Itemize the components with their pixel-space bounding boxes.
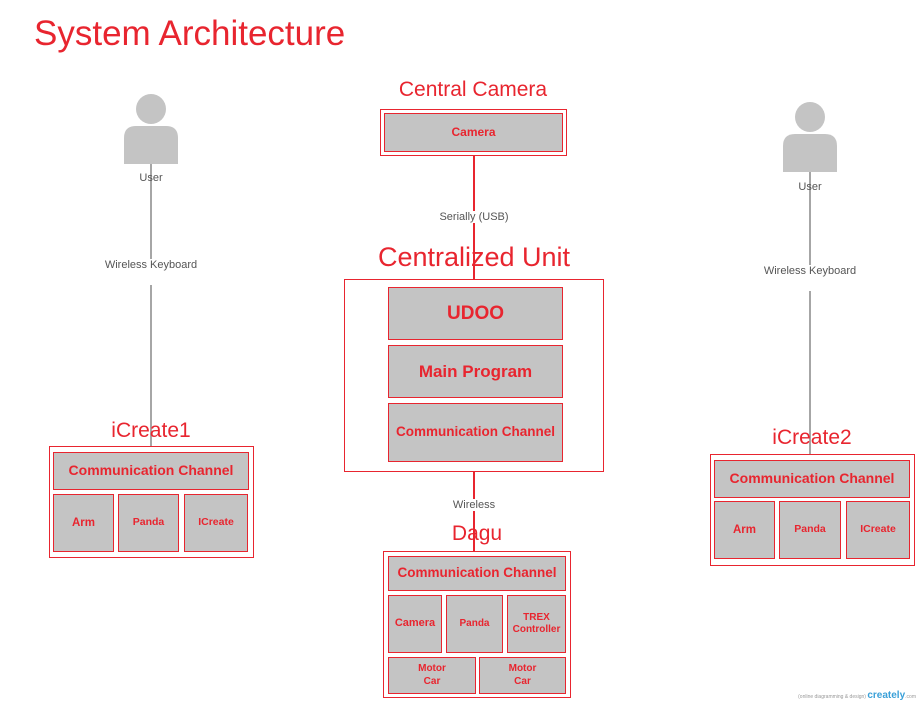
icreate1-icreate-box: ICreate xyxy=(184,494,248,552)
watermark-suffix: .com xyxy=(905,694,916,700)
user-right-label: User xyxy=(798,181,822,193)
centralized-unit-label: Centralized Unit xyxy=(377,242,571,272)
main-program-box: Main Program xyxy=(388,345,563,398)
connector-user-left xyxy=(150,150,152,450)
watermark-brand: creately xyxy=(867,690,906,701)
icreate1-panda-box: Panda xyxy=(118,494,179,552)
user-left-label: User xyxy=(139,172,163,184)
central-camera-box: Camera xyxy=(384,113,563,152)
central-camera-label: Central Camera xyxy=(398,78,548,101)
communication-channel-box-central: Communication Channel xyxy=(388,403,563,462)
connector-unit-to-dagu xyxy=(473,471,475,554)
central-camera-frame xyxy=(380,109,567,156)
wireless-keyboard-right-label: Wireless Keyboard xyxy=(761,265,859,291)
user-right-icon xyxy=(783,102,837,172)
wireless-label: Wireless xyxy=(450,499,498,511)
diagram-title: System Architecture xyxy=(34,14,346,53)
creately-watermark: (online diagramming & design) creately.c… xyxy=(798,690,916,701)
icreate2-label: iCreate2 xyxy=(772,426,852,449)
icreate2-panda-box: Panda xyxy=(779,501,841,559)
serial-usb-label: Serially (USB) xyxy=(437,211,511,223)
dagu-communication-channel-box: Communication Channel xyxy=(388,556,566,591)
icreate1-communication-channel-box: Communication Channel xyxy=(53,452,249,490)
dagu-motor-car-box-2: Motor Car xyxy=(479,657,566,694)
user-left-icon xyxy=(124,94,178,164)
dagu-label: Dagu xyxy=(451,522,503,545)
icreate2-icreate-box: ICreate xyxy=(846,501,910,559)
icreate1-arm-box: Arm xyxy=(53,494,114,552)
dagu-camera-box: Camera xyxy=(388,595,442,653)
dagu-motor-car-box-1: Motor Car xyxy=(388,657,476,694)
udoo-box: UDOO xyxy=(388,287,563,340)
watermark-prefix: (online diagramming & design) xyxy=(798,694,866,700)
icreate2-communication-channel-box: Communication Channel xyxy=(714,460,910,498)
dagu-panda-box: Panda xyxy=(446,595,503,653)
wireless-keyboard-left-label: Wireless Keyboard xyxy=(102,259,200,285)
dagu-trex-controller-box: TREX Controller xyxy=(507,595,566,653)
icreate1-label: iCreate1 xyxy=(111,419,191,442)
connector-user-right xyxy=(809,158,811,454)
icreate2-arm-box: Arm xyxy=(714,501,775,559)
